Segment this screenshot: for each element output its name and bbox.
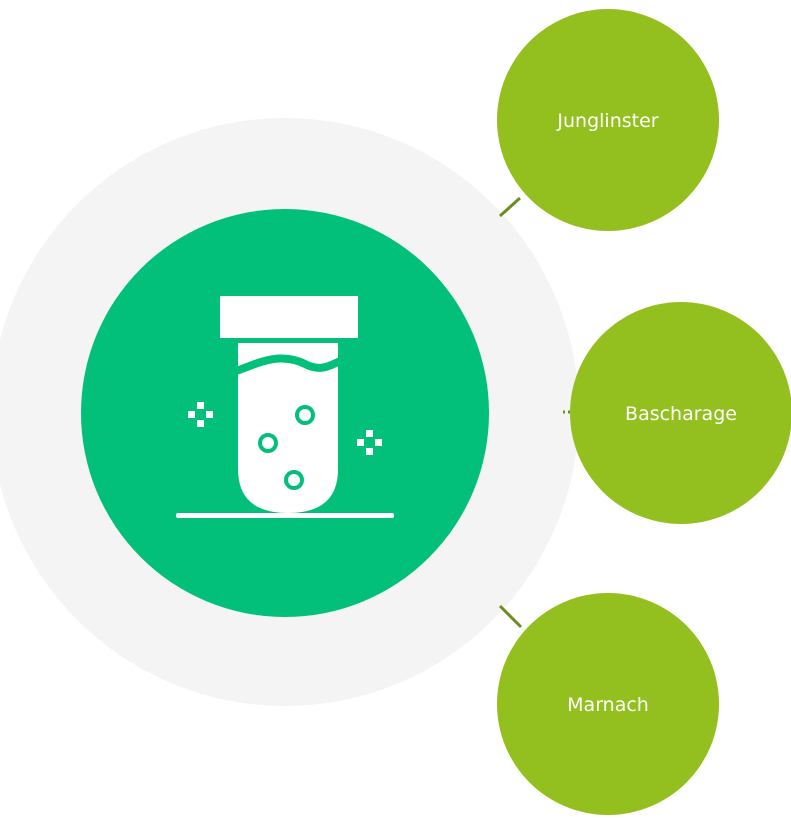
node-circle: [497, 593, 719, 815]
node-label: Bascharage: [625, 403, 737, 425]
test-tube-icon: [176, 296, 394, 518]
node-bascharage[interactable]: Bascharage: [570, 302, 791, 524]
connector-marnach: [498, 604, 523, 629]
node-junglinster[interactable]: Junglinster: [497, 9, 719, 231]
node-circle: [497, 9, 719, 231]
node-circle: [570, 302, 791, 524]
node-label: Junglinster: [556, 110, 658, 132]
node-marnach[interactable]: Marnach: [497, 593, 719, 815]
node-label: Marnach: [567, 694, 649, 716]
connector-junglinster: [498, 196, 522, 218]
